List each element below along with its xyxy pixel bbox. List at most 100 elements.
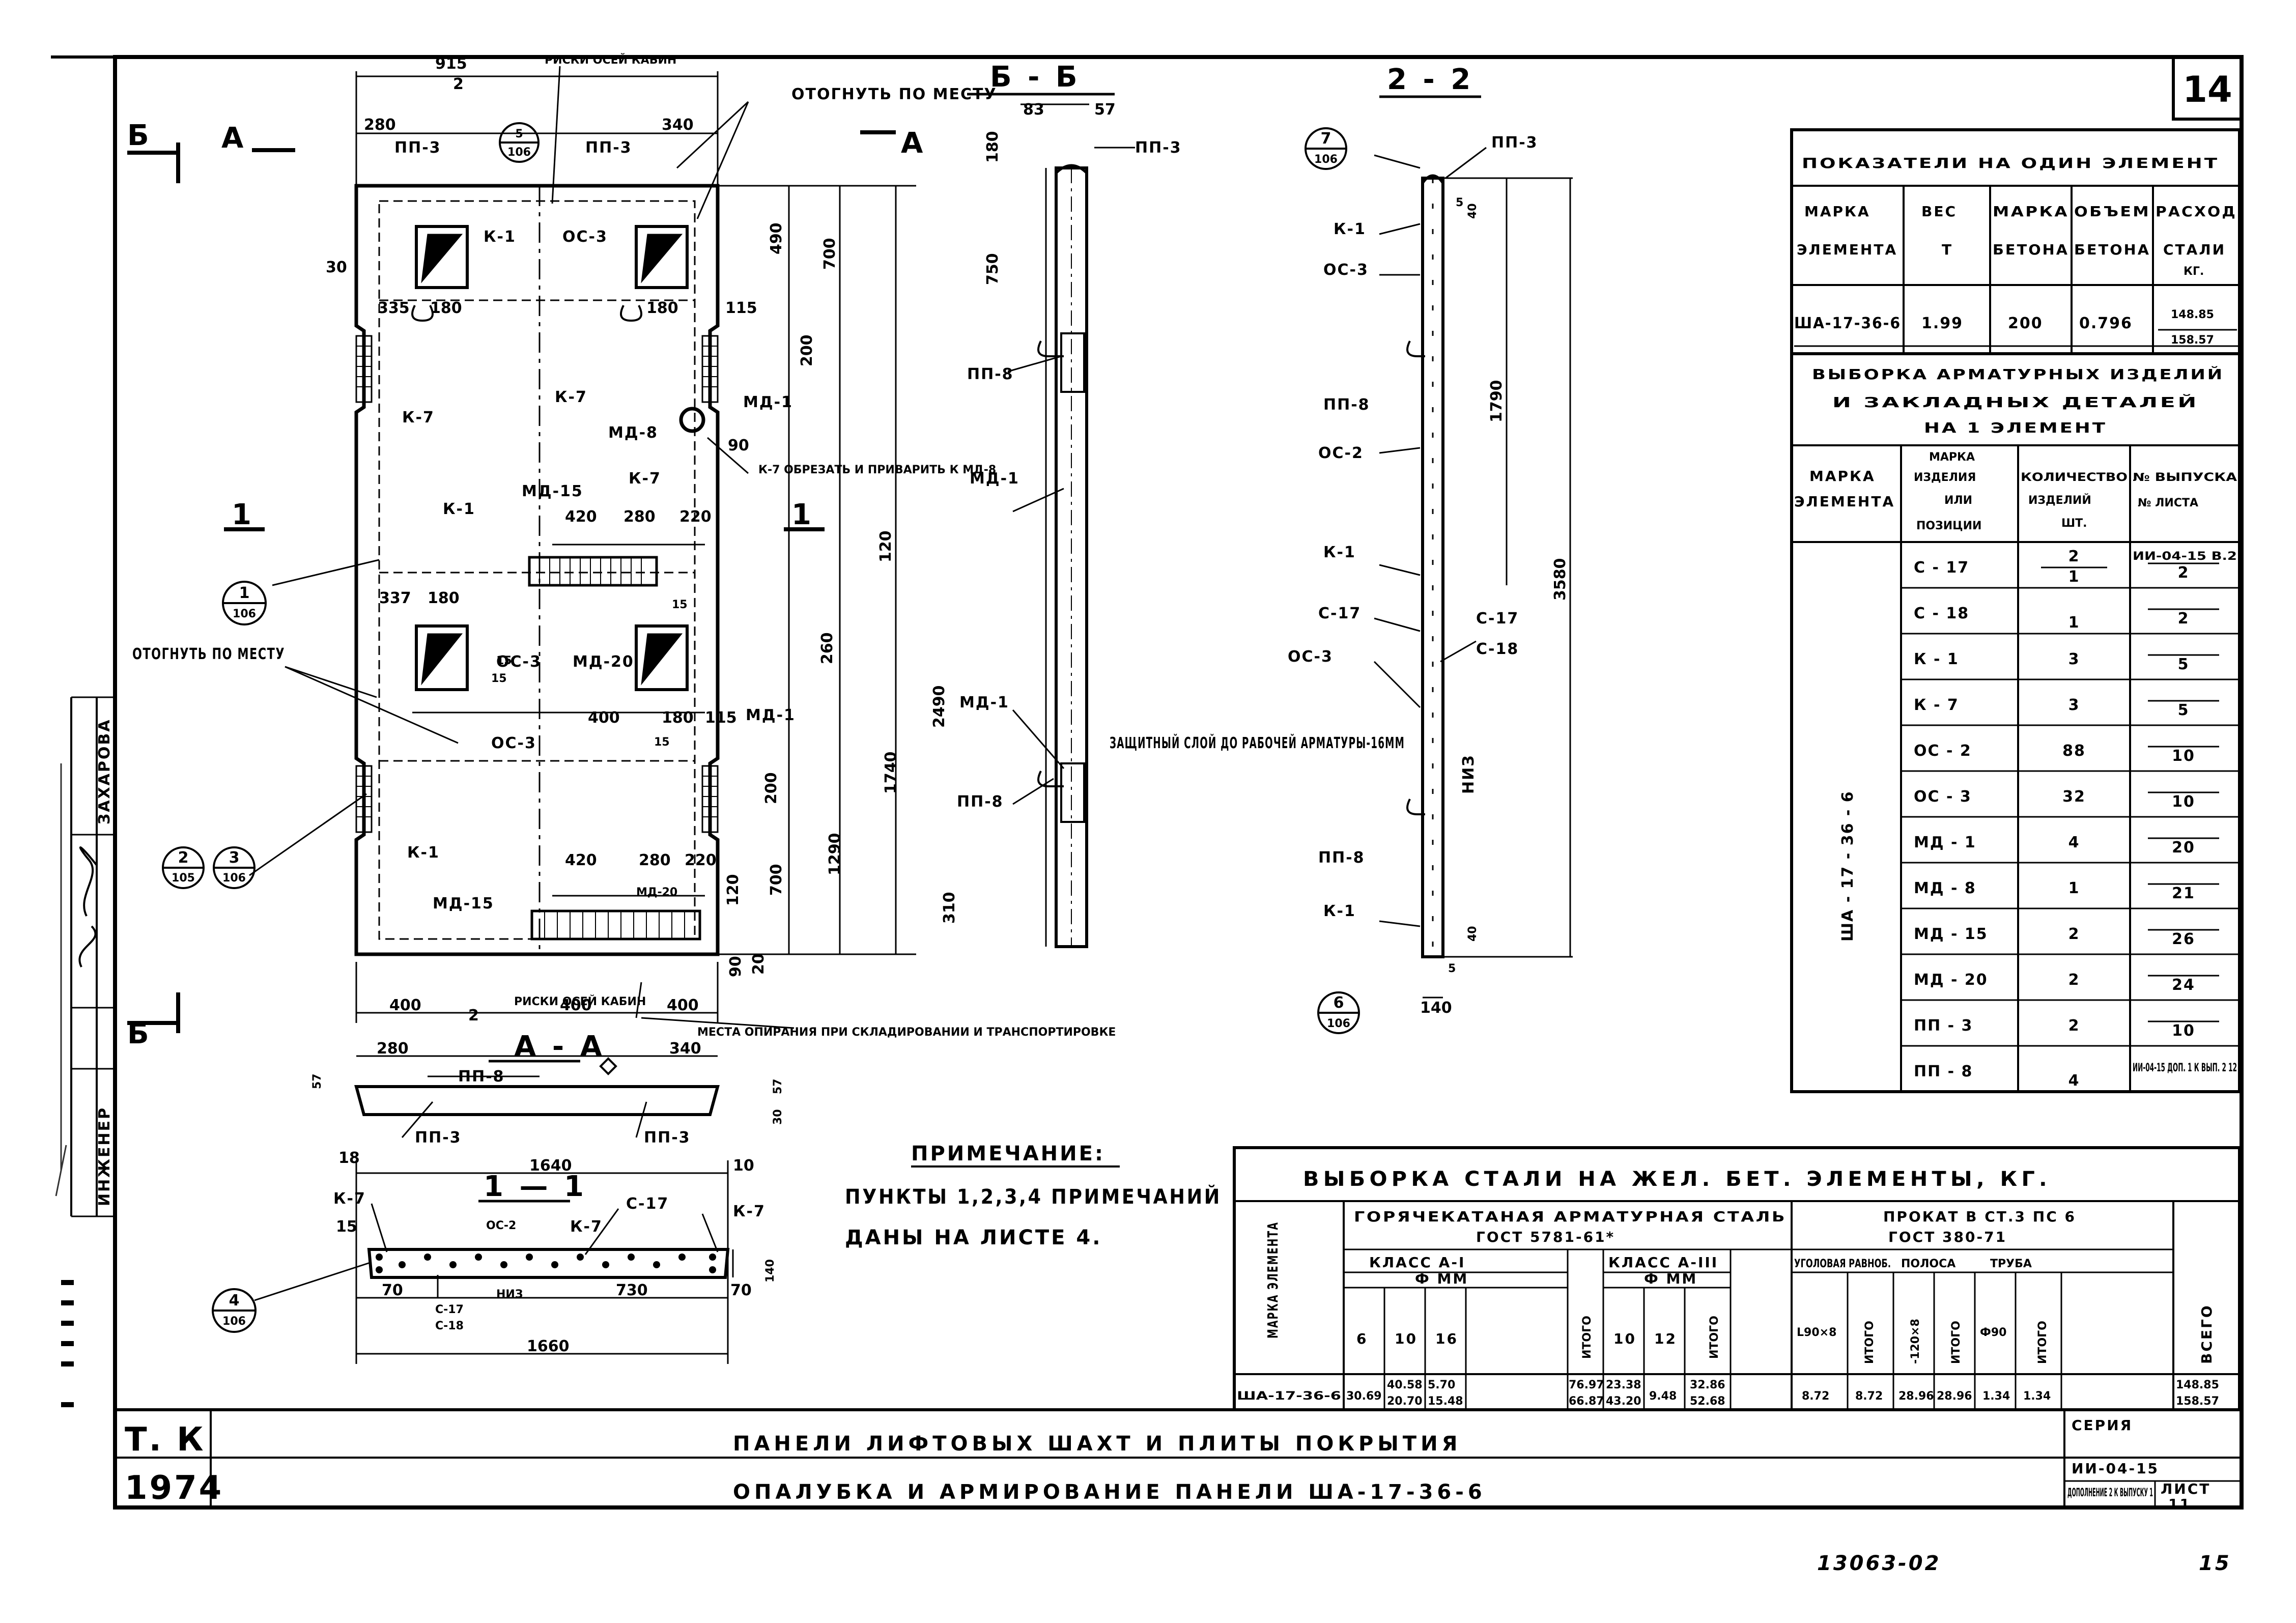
dim-335: 335 [378, 299, 410, 317]
sel-row-qty: 3 [2068, 696, 2080, 714]
section-mark-1-right: 1 [791, 498, 814, 531]
sel-row-mark: МД - 20 [1914, 971, 1988, 989]
bb-label-pp3: ПП-3 [1135, 139, 1182, 157]
sel-row-mark: С - 17 [1914, 559, 1969, 577]
sel-row-mark: МД - 8 [1914, 879, 1976, 897]
sel-row-qty-denominator: 1 [2068, 568, 2080, 586]
sel-h-qty-3: ШТ. [2061, 517, 2087, 530]
dim-200-top: 200 [798, 334, 816, 366]
indicators-texts: ПОКАЗАТЕЛИ НА ОДИН ЭЛЕМЕНТ МАРКА ЭЛЕМЕНТ… [1794, 155, 2235, 347]
callout-7-top: 7 [1321, 130, 1331, 148]
steel-texts: ВЫБОРКА СТАЛИ НА ЖЕЛ. БЕТ. ЭЛЕМЕНТЫ, КГ.… [1237, 1168, 2219, 1408]
s22-label-os3-top: ОС-3 [1323, 261, 1369, 279]
steel-row-strip: 28.96 [1898, 1390, 1934, 1403]
s22-dim-1790: 1790 [1488, 380, 1506, 423]
steel-d10-3: 10 [1613, 1330, 1636, 1347]
callout-6-top: 6 [1334, 994, 1344, 1012]
steel-row-angle-itogo: 8.72 [1855, 1390, 1883, 1403]
label-md1-top: МД-1 [743, 393, 793, 411]
dim-400-b: 400 [560, 996, 592, 1014]
label-bend-top: ОТОГНУТЬ ПО МЕСТУ [791, 86, 997, 103]
section-aa [354, 1055, 720, 1138]
ind-h-mark-1: МАРКА [1804, 203, 1870, 220]
steel-row-d10-3a: 23.38 [1606, 1379, 1641, 1391]
s22-dim-140: 140 [1420, 999, 1452, 1017]
steel-pipe-size: Ф90 [1980, 1326, 2006, 1339]
series-value: ИИ-04-15 [2072, 1460, 2159, 1477]
sel-h-qty-2: ИЗДЕЛИЙ [2028, 494, 2091, 507]
steel-row-d10-3b: 43.20 [1606, 1395, 1641, 1408]
section-aa-texts: А - А 280 340 57 57 30 ПП-8 ПП-3 ПП-3 [311, 1030, 784, 1147]
dim-340: 340 [662, 116, 694, 134]
callout-3-top: 3 [229, 849, 240, 867]
note-text-2: ДАНЫ НА ЛИСТЕ 4. [845, 1226, 1102, 1249]
sel-row-sheet: ИИ-04-15 ДОП. 1 К ВЫП. 2 12 [2133, 1062, 2237, 1074]
ind-h-weight-1: ВЕС [1921, 203, 1957, 220]
sel-title-3: НА 1 ЭЛЕМЕНТ [1924, 419, 2107, 436]
dim-120-top: 120 [877, 530, 895, 562]
series-label: СЕРИЯ [2072, 1417, 2133, 1434]
sel-h-element-1: МАРКА [1809, 468, 1876, 485]
ind-h-concrete-2: БЕТОНА [1993, 241, 2069, 258]
dim-220-b: 220 [685, 851, 717, 869]
label-k7-left: К-7 [402, 409, 435, 426]
sel-row-mark: МД - 15 [1914, 925, 1988, 943]
s22-dim-5-bottom: 5 [1448, 962, 1456, 975]
steel-itogo-1: ИТОГО [1581, 1316, 1594, 1359]
bb-label-md1-bottom: МД-1 [959, 694, 1009, 711]
ind-row-mark: ША-17-36-6 [1794, 315, 1901, 332]
detail-callout-texts: 5 106 1 106 2 105 3 106 4 106 7 106 6 10… [172, 128, 1350, 1328]
callout-1-top: 1 [239, 584, 250, 602]
steel-angle-size: L90×8 [1797, 1326, 1836, 1339]
doc-code: 13063-02 [1817, 1552, 1941, 1575]
callout-2-bottom: 105 [172, 872, 195, 885]
dim-220-a: 220 [679, 508, 712, 526]
steel-row-d10a: 40.58 [1387, 1379, 1423, 1391]
ind-h-concrete-1: МАРКА [1993, 203, 2069, 220]
ind-row-steel-a: 148.85 [2171, 308, 2214, 321]
aa-dim-30: 30 [772, 1109, 784, 1125]
addendum-note: ДОПОЛНЕНИЕ 2 К ВЫПУСКУ 1 [2067, 1487, 2153, 1499]
sel-h-qty-1: КОЛИЧЕСТВО [2021, 471, 2128, 484]
ind-h-volume-2: БЕТОНА [2074, 241, 2150, 258]
steel-rolled-2: ГОСТ 380-71 [1888, 1229, 2007, 1245]
bb-label-md1-top: МД-1 [970, 470, 1019, 488]
s11-label-k7-mid: К-7 [570, 1218, 603, 1236]
section-mark-b-top: Б [127, 119, 152, 152]
s22-label-k1-top: К-1 [1334, 220, 1366, 238]
plan-dimensions: 30 335 180 180 115 90 420 280 220 337 18… [326, 259, 757, 1024]
steel-row-pipe: 1.34 [1982, 1390, 2010, 1403]
callout-4-bottom: 106 [222, 1315, 246, 1328]
aa-label-pp3-left: ПП-3 [415, 1129, 462, 1147]
s22-label-os2: ОС-2 [1318, 444, 1364, 462]
ind-row-steel-b: 158.57 [2171, 334, 2214, 347]
section-22-title: 2 - 2 [1387, 63, 1473, 96]
sel-h-item-1: МАРКА [1929, 451, 1975, 464]
section-bb-texts: Б - Б 83 57 180 750 ПП-3 ПП-8 МД-1 МД-1 … [957, 61, 1182, 811]
dim-15-b: 15 [654, 736, 670, 749]
dim-2-b: 2 [468, 1007, 479, 1024]
steel-row-total-b: 158.57 [2176, 1395, 2219, 1408]
s22-label-c18: С-18 [1476, 640, 1519, 658]
aa-label-pp8: ПП-8 [458, 1068, 505, 1086]
org-code: Т. К [125, 1421, 206, 1459]
steel-strip-size: -120×8 [1909, 1319, 1922, 1364]
s11-dim-15: 15 [336, 1218, 357, 1236]
sel-row-mark: К - 7 [1914, 696, 1959, 714]
section-11 [254, 1160, 734, 1364]
ind-h-weight-2: Т [1942, 241, 1953, 258]
sel-row-sheet: 2 [2178, 610, 2190, 628]
dim-120-bottom: 120 [724, 874, 742, 906]
label-os3-top: ОС-3 [562, 228, 608, 246]
sel-h-element-2: ЭЛЕМЕНТА [1794, 493, 1895, 510]
label-bend-left: ОТОГНУТЬ ПО МЕСТУ [132, 645, 285, 663]
detail-callouts [162, 122, 1360, 1333]
steel-row-d10b: 20.70 [1387, 1395, 1423, 1408]
section-mark-1-left: 1 [232, 498, 254, 531]
label-k1-mid: К-1 [443, 500, 475, 518]
stamp-role-name: ЗАХАРОВА [96, 719, 114, 824]
s22-label-c17-right: С-17 [1476, 610, 1519, 628]
dim-490: 490 [768, 222, 785, 254]
label-md15-bottom: МД-15 [433, 895, 494, 913]
sel-row-sheet: 21 [2172, 885, 2195, 902]
